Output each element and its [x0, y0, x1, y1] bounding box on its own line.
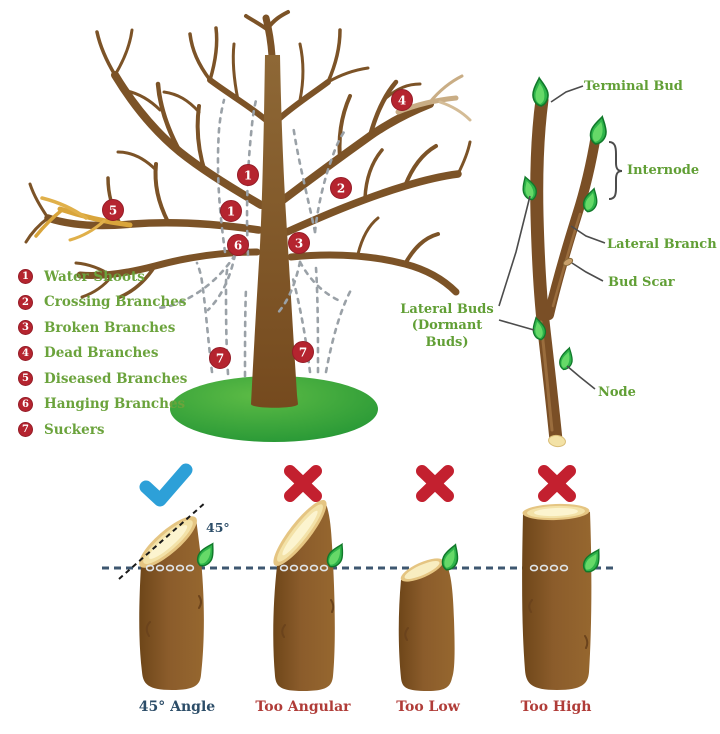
tree-trunk — [251, 55, 298, 408]
cut-example-45-angle — [118, 501, 220, 690]
tree-badge-number: 7 — [299, 345, 307, 359]
legend-badge: 2 — [18, 294, 33, 310]
node-bud — [557, 345, 576, 372]
cut-example-too-angular — [273, 500, 349, 691]
legend-badge: 7 — [18, 422, 33, 438]
tree-badge: 5 — [102, 199, 124, 221]
cut-label-too-high: Too High — [520, 699, 592, 715]
pruning-cuts-illustration — [102, 463, 615, 691]
legend-item-label: Dead Branches — [44, 345, 159, 362]
anatomy-main-stem — [530, 93, 563, 447]
tree-badge: 4 — [391, 89, 413, 111]
branch-anatomy-illustration — [498, 76, 623, 448]
cut-example-too-high — [522, 503, 606, 690]
legend-item-label: Broken Branches — [44, 319, 176, 336]
legend-item: 4 Dead Branches — [18, 341, 187, 367]
legend-item-label: Crossing Branches — [44, 294, 187, 311]
terminal-bud-label: Terminal Bud — [584, 79, 683, 94]
tree-badge: 7 — [209, 347, 231, 369]
lateral-buds-label-line1: Lateral Buds — [400, 302, 494, 317]
bud-scar-mark — [562, 257, 574, 267]
tree-badge-number: 1 — [244, 168, 252, 182]
cross-icon — [284, 465, 322, 502]
tree-badge-number: 3 — [295, 236, 303, 250]
legend-badge: 3 — [18, 320, 33, 336]
bud-scar-label: Bud Scar — [608, 275, 675, 290]
cut-label-too-angular: Too Angular — [255, 699, 351, 715]
terminal-bud — [531, 76, 550, 108]
water-shoot-lines — [153, 94, 346, 317]
tree-branches — [24, 10, 472, 299]
node-label: Node — [598, 385, 636, 400]
legend-item: 6 Hanging Branches — [18, 392, 187, 418]
legend-item: 5 Diseased Branches — [18, 366, 187, 392]
cross-icon — [538, 465, 576, 502]
pruning-tree-illustration: 1 1 2 3 4 5 6 — [24, 10, 472, 442]
legend-item: 2 Crossing Branches — [18, 290, 187, 316]
cut-example-too-low — [398, 541, 464, 691]
tree-badge-number: 1 — [227, 204, 235, 218]
tree-badge-number: 2 — [337, 181, 345, 195]
anatomy-pointer-lines — [498, 85, 623, 390]
angle-annotation: 45° — [206, 520, 230, 535]
cut-label-too-low: Too Low — [396, 699, 460, 715]
legend-item-label: Suckers — [44, 421, 105, 438]
legend-badge: 5 — [18, 371, 33, 387]
angle-dashed-line — [118, 501, 207, 580]
tree-issues-legend: 1 Water Shoots 2 Crossing Branches 3 Bro… — [18, 264, 187, 443]
legend-item-label: Diseased Branches — [44, 370, 188, 387]
legend-badge: 6 — [18, 396, 33, 412]
legend-item-label: Hanging Branches — [44, 396, 186, 413]
diseased-branch — [34, 196, 133, 242]
check-icon — [139, 463, 193, 507]
tree-badge: 2 — [330, 177, 352, 199]
lateral-top-bud — [587, 114, 611, 147]
legend-item-label: Water Shoots — [44, 268, 145, 285]
tree-badge: 7 — [292, 341, 314, 363]
cross-icon — [416, 465, 454, 502]
lateral-buds-label: Lateral Buds (Dormant Buds) — [394, 302, 500, 351]
tree-badge-number: 4 — [398, 93, 406, 107]
internode-brace — [608, 141, 623, 200]
tree-badge: 6 — [227, 234, 249, 256]
tree-badge: 1 — [237, 164, 259, 186]
legend-badge: 4 — [18, 345, 33, 361]
lateral-buds-label-line2: (Dormant Buds) — [411, 318, 483, 350]
legend-badge: 1 — [18, 269, 33, 285]
ground-mound — [170, 376, 378, 442]
tree-badge-number: 6 — [234, 238, 242, 252]
legend-item: 1 Water Shoots — [18, 264, 187, 290]
tree-badges: 1 1 2 3 4 5 6 — [102, 89, 413, 369]
branch-cut-end — [548, 434, 566, 448]
lateral-branch-label: Lateral Branch — [607, 237, 717, 252]
legend-item: 3 Broken Branches — [18, 315, 187, 341]
tree-badge: 1 — [220, 200, 242, 222]
tree-badge-number: 7 — [216, 351, 224, 365]
legend-item: 7 Suckers — [18, 417, 187, 443]
cut-label-45-angle: 45° Angle — [138, 699, 216, 715]
internode-label: Internode — [627, 163, 700, 178]
dashed-line-overlay — [145, 564, 569, 572]
anatomy-lateral-branch — [544, 130, 601, 320]
tree-badge: 3 — [288, 232, 310, 254]
tree-badge-number: 5 — [109, 203, 117, 217]
